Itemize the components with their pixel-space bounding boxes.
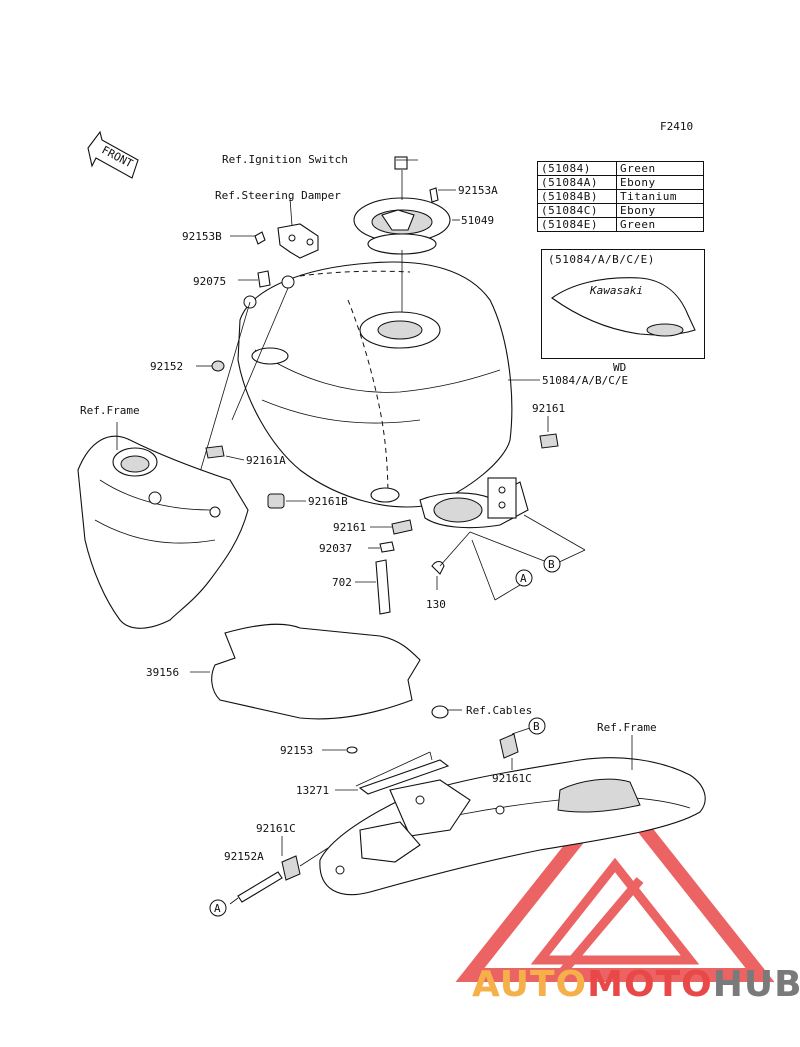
color-table-row: (51084A)Ebony: [537, 175, 704, 190]
part-code-cell: (51084): [537, 161, 617, 176]
clip-92037: [368, 541, 395, 553]
bolt-130: [431, 531, 471, 590]
part-code-cell: (51084C): [537, 203, 617, 218]
watermark-logo: [455, 780, 775, 982]
damper-92161C-right: [499, 725, 537, 770]
detail-box-label: WD: [613, 361, 627, 374]
part-92153A-label: 92153A: [458, 184, 498, 197]
figure-code: F2410: [660, 120, 693, 133]
color-table: (51084)Green(51084A)Ebony(51084B)Titaniu…: [537, 161, 704, 232]
part-code-cell: (51084E): [537, 217, 617, 232]
callout-a-lower: A: [209, 899, 227, 917]
svg-text:B: B: [533, 720, 540, 733]
color-cell: Green: [616, 161, 704, 176]
part-92075-label: 92075: [193, 275, 226, 288]
pad-92161-right: [539, 416, 559, 449]
ref-ignition-switch-label: Ref.Ignition Switch: [222, 153, 348, 166]
fuel-cap: [353, 156, 451, 312]
color-cell: Titanium: [616, 189, 704, 204]
watermark-hub: HUB: [712, 964, 800, 1005]
watermark-moto: MOTO: [587, 964, 713, 1005]
part-code-cell: (51084B): [537, 189, 617, 204]
bolt-92153A: [429, 187, 456, 203]
ref-frame-left-label: Ref.Frame: [80, 404, 140, 417]
frame-left: [77, 422, 249, 629]
hose-702: [355, 559, 391, 615]
part-92161B-label: 92161B: [308, 495, 348, 508]
part-13271-label: 13271: [296, 784, 329, 797]
svg-text:A: A: [520, 572, 527, 585]
part-92037-label: 92037: [319, 542, 352, 555]
color-table-row: (51084E)Green: [537, 217, 704, 232]
frame-rear: [319, 735, 706, 896]
color-cell: Ebony: [616, 203, 704, 218]
pin-92152A: [229, 871, 283, 905]
part-92161-right-label: 92161: [532, 402, 565, 415]
detail-tank-illustration: Kawasaki: [551, 277, 696, 337]
part-92161-mid-label: 92161: [333, 521, 366, 534]
part-92153-label: 92153: [280, 744, 313, 757]
bolt-92153: [322, 746, 358, 754]
part-702-label: 702: [332, 576, 352, 589]
cable-clip: [431, 705, 462, 719]
callout-b-lower: B: [528, 717, 546, 735]
detail-box: [541, 249, 705, 359]
detail-decal-text: Kawasaki: [589, 284, 643, 297]
part-92161A-label: 92161A: [246, 454, 286, 467]
damper-92161C-left: [281, 836, 329, 881]
color-cell: Green: [616, 217, 704, 232]
color-table-row: (51084)Green: [537, 161, 704, 176]
detail-box-title: (51084/A/B/C/E): [548, 253, 655, 266]
color-table-row: (51084B)Titanium: [537, 189, 704, 204]
svg-text:B: B: [548, 558, 555, 571]
heat-insulator: [190, 623, 421, 720]
part-51084-label: 51084/A/B/C/E: [542, 374, 628, 387]
part-39156-label: 39156: [146, 666, 179, 679]
fuel-tank: [237, 261, 529, 529]
part-92153B-label: 92153B: [182, 230, 222, 243]
part-code-cell: (51084A): [537, 175, 617, 190]
pad-92161: [370, 519, 413, 535]
part-92152A-label: 92152A: [224, 850, 264, 863]
color-table-body: (51084)Green(51084A)Ebony(51084B)Titaniu…: [537, 161, 704, 232]
svg-text:A: A: [214, 902, 221, 915]
part-92152-label: 92152: [150, 360, 183, 373]
damper-92161B: [267, 493, 306, 509]
callout-a-upper: A: [515, 569, 533, 587]
callout-b-upper: B: [543, 555, 561, 573]
pad-92161A: [205, 445, 245, 461]
watermark-auto: AUTO: [472, 964, 588, 1005]
ref-steering-damper-label: Ref.Steering Damper: [215, 189, 341, 202]
ref-cables-label: Ref.Cables: [466, 704, 532, 717]
color-cell: Ebony: [616, 175, 704, 190]
part-130-label: 130: [426, 598, 446, 611]
part-92161C-left-label: 92161C: [256, 822, 296, 835]
color-table-row: (51084C)Ebony: [537, 203, 704, 218]
strap-13271: [335, 751, 450, 795]
watermark-text: AUTOMOTOHUB: [472, 964, 800, 1005]
part-92161C-right-label: 92161C: [492, 772, 532, 785]
ref-frame-right-label: Ref.Frame: [597, 721, 657, 734]
front-arrow-icon: FRONT: [87, 130, 139, 179]
steering-damper-bracket: [185, 197, 319, 521]
part-51049-label: 51049: [461, 214, 494, 227]
rubber-damper-92152: [196, 360, 225, 372]
